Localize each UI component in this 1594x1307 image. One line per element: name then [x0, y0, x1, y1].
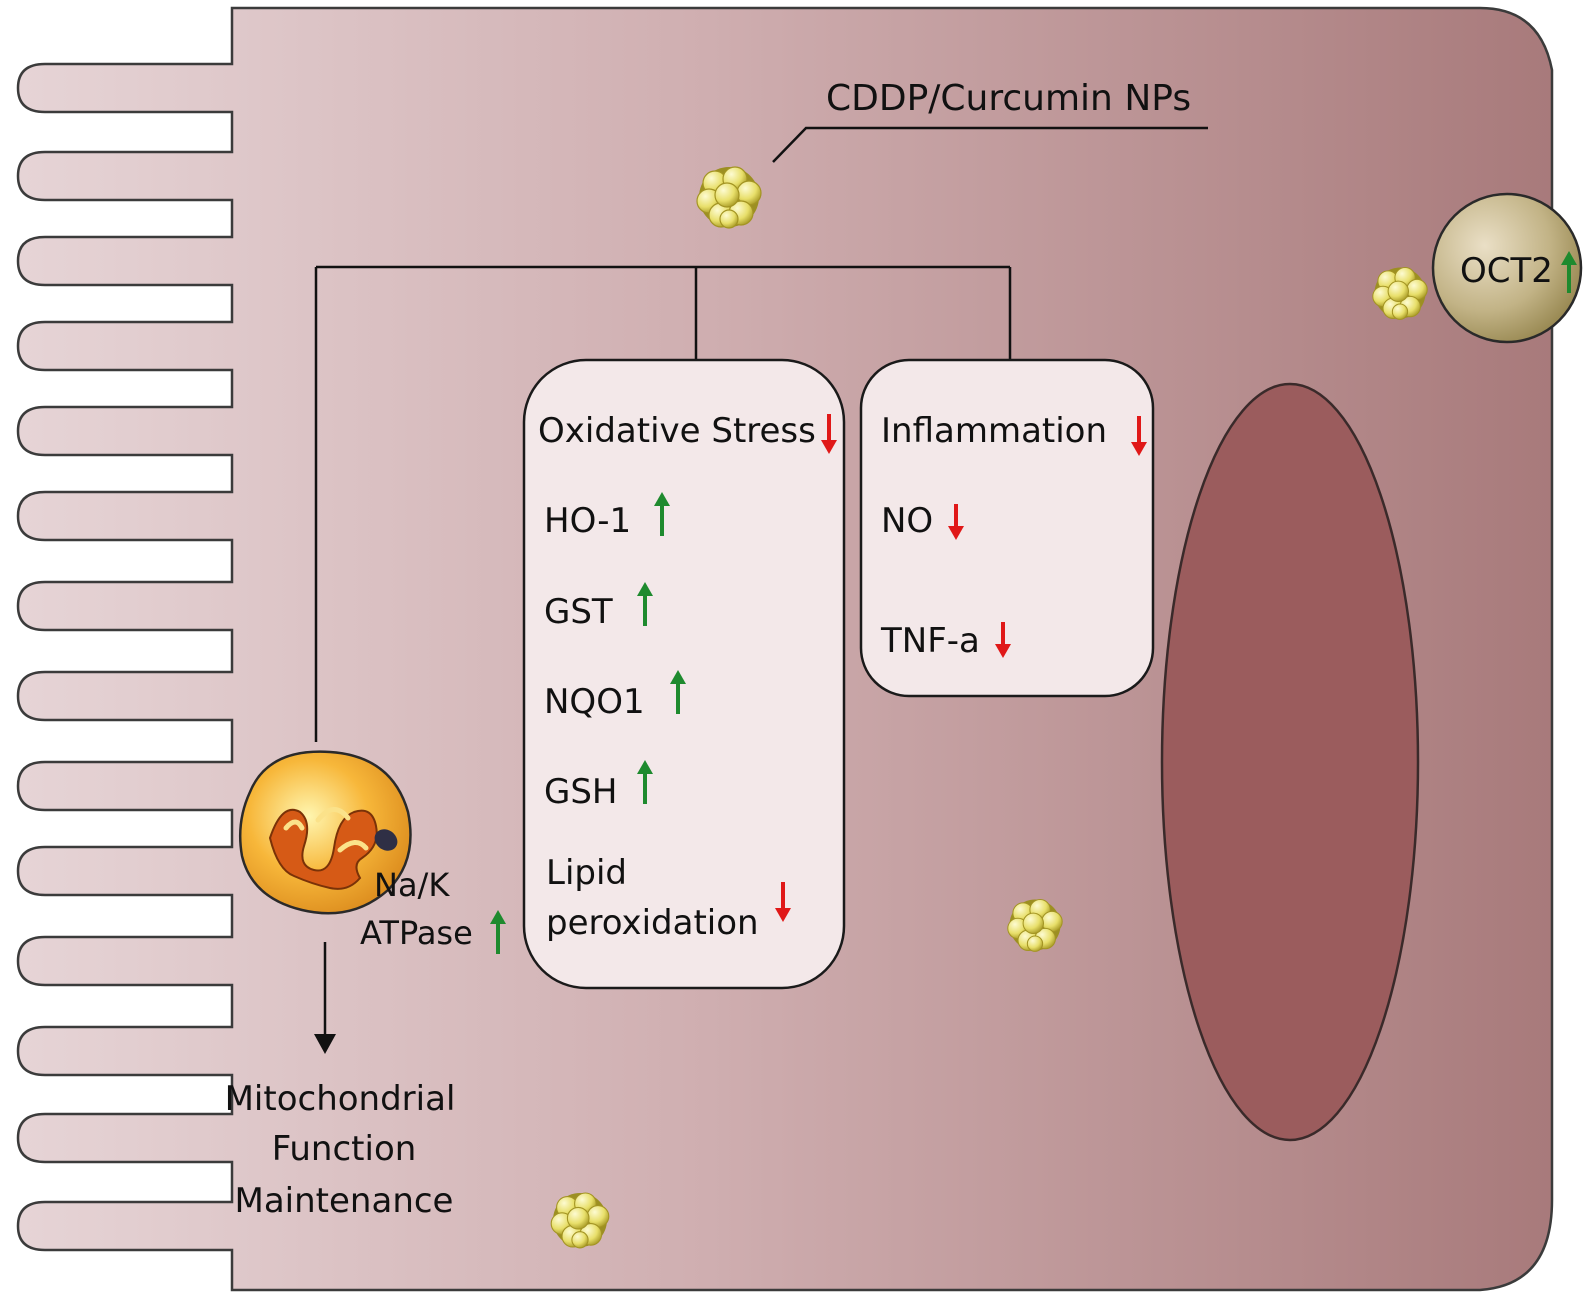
oct2-up-arrow-icon	[1561, 251, 1577, 293]
inflammation-down-arrow-icon	[1131, 416, 1147, 456]
arrowhead-icon	[314, 1034, 336, 1054]
oxidative-stress-box	[522, 358, 846, 990]
gst-label: GST	[544, 592, 613, 632]
no-down-arrow-icon	[948, 504, 964, 540]
peroxidation-label: peroxidation	[546, 903, 759, 943]
na-k-label: Na/K	[374, 866, 450, 904]
oxidative-stress-down-arrow-icon	[821, 414, 837, 454]
oct2-transporter: OCT2	[1431, 192, 1583, 344]
gsh-label: GSH	[544, 772, 618, 812]
oct2-label: OCT2	[1460, 251, 1553, 291]
lipid-peroxidation-down-arrow-icon	[775, 882, 791, 922]
nqo1-up-arrow-icon	[670, 670, 686, 714]
function-label: Function	[272, 1129, 417, 1169]
gsh-up-arrow-icon	[637, 760, 653, 804]
inflammation-box	[859, 358, 1155, 698]
ho1-label: HO-1	[544, 501, 631, 541]
no-label: NO	[881, 501, 933, 541]
maintenance-label: Maintenance	[235, 1181, 454, 1221]
nucleus	[1160, 382, 1420, 1142]
nanoparticle-label: CDDP/Curcumin NPs	[826, 78, 1191, 119]
nqo1-label: NQO1	[544, 682, 645, 722]
mitochondrion-icon	[238, 750, 412, 915]
atpase-up-arrow-icon	[490, 910, 506, 954]
oxidative-stress-title: Oxidative Stress	[538, 411, 816, 451]
tnf-down-arrow-icon	[995, 622, 1011, 658]
inflammation-title: Inflammation	[881, 411, 1107, 451]
tnf-label: TNF-a	[880, 621, 980, 661]
nanoparticle-pointer-line	[772, 126, 1208, 163]
gst-up-arrow-icon	[637, 582, 653, 626]
ho1-up-arrow-icon	[654, 492, 670, 536]
lipid-label: Lipid	[546, 853, 627, 893]
mitochondrial-label: Mitochondrial	[225, 1079, 456, 1119]
atpase-label: ATPase	[360, 914, 473, 952]
pathway-connector	[314, 265, 1012, 742]
